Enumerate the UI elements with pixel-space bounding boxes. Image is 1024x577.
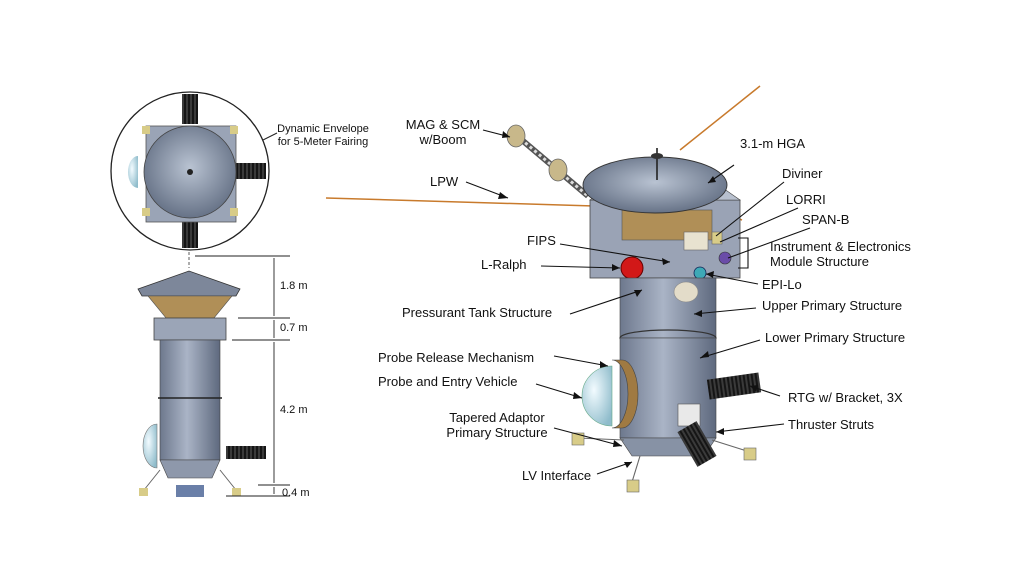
lorri-instrument [711,231,723,245]
tapered-adaptor-label: Tapered Adaptor Primary Structure [436,410,558,440]
upper-primary-label: Upper Primary Structure [762,298,903,313]
side-adaptor [159,459,221,479]
iem-label-line2: Module Structure [770,254,869,269]
top-leg-sw [142,208,150,216]
thruster-struts-label: Thruster Struts [788,417,874,432]
epi-lo-label: EPI-Lo [762,277,802,292]
probe-entry-label: Probe and Entry Vehicle [378,374,518,389]
top-rtg-s [182,218,198,248]
pressurant-tank-label: Pressurant Tank Structure [402,305,553,320]
top-probe [128,156,138,188]
side-module [153,317,227,341]
lv-interface-label: LV Interface [522,468,592,483]
top-view [110,91,278,251]
top-leg-nw [142,126,150,134]
dim-4-2m: 4.2 m [280,404,308,416]
strut-2 [631,455,641,483]
lorri-label: LORRI [786,192,826,207]
tapered-adaptor-line1: Tapered Adaptor [449,410,545,425]
tapered-adaptor-line2: Primary Structure [446,425,548,440]
mag-scm-label: MAG & SCM w/Boom [398,117,488,147]
dim-0-4m: 0.4 m [282,487,310,499]
side-probe [142,423,158,469]
lpw-antenna [325,197,595,207]
mag-scm-label-line1: MAG & SCM [405,117,481,132]
hga-dish [582,156,728,214]
top-rtg-e [236,163,266,179]
lpw-label: LPW [430,174,459,189]
strut-1 [577,437,625,441]
probe-release-label: Probe Release Mechanism [378,350,535,365]
iem-label-line1: Instrument & Electronics [770,239,911,254]
diviner-instrument [683,231,709,251]
iem-label: Instrument & Electronics Module Structur… [770,239,911,269]
dim-0-7m: 0.7 m [280,322,308,334]
side-dish-support [147,295,233,319]
side-lower-body [159,397,221,461]
main-view [325,85,762,493]
side-rtg [226,446,266,459]
side-view [137,252,290,497]
iem-bracket [738,237,749,269]
lower-primary-label: Lower Primary Structure [765,330,906,345]
envelope-leader [262,132,278,141]
side-strut-l [143,469,161,491]
strut-3 [711,439,751,453]
lpw-antenna-upper [679,85,761,151]
mag-boom [506,124,590,199]
pressurant-tank [673,281,699,303]
span-b-label: SPAN-B [802,212,850,227]
top-rtg-n [182,94,198,124]
lv-foot-1 [571,432,585,446]
side-thrusters [176,485,204,497]
upper-primary-structure [619,277,717,339]
fips-label: FIPS [527,233,556,248]
hga-label: 3.1-m HGA [740,136,806,151]
rtg-bottom [677,421,717,467]
l-ralph-label: L-Ralph [481,257,527,272]
envelope-label: Dynamic Envelope for 5-Meter Fairing [268,123,378,149]
lv-foot-2 [626,479,640,493]
envelope-label-line1: Dynamic Envelope [277,123,369,135]
hga-feed-tip [651,153,663,159]
side-strut-r [219,469,237,491]
fips-instrument [620,256,644,280]
side-foot-l [139,488,148,496]
lv-foot-3 [743,447,757,461]
top-leg-ne [230,126,238,134]
dimension-lines [195,255,290,497]
envelope-label-line2: for 5-Meter Fairing [277,136,369,148]
top-dish-hub [187,169,193,175]
rtg-right [706,372,762,400]
side-foot-r [232,488,241,496]
leader-arrowheads [498,131,758,468]
rtg-label: RTG w/ Bracket, 3X [788,390,903,405]
epi-lo-instrument [693,266,707,280]
top-leg-se [230,208,238,216]
diviner-label: Diviner [782,166,823,181]
probe-entry-vehicle [581,365,613,427]
span-b-instrument [718,251,732,265]
mag-scm-label-line2: w/Boom [419,132,467,147]
dim-1-8m: 1.8 m [280,280,308,292]
side-upper-body [159,339,221,399]
side-dish [137,270,241,297]
probe-release-ring [611,359,639,429]
